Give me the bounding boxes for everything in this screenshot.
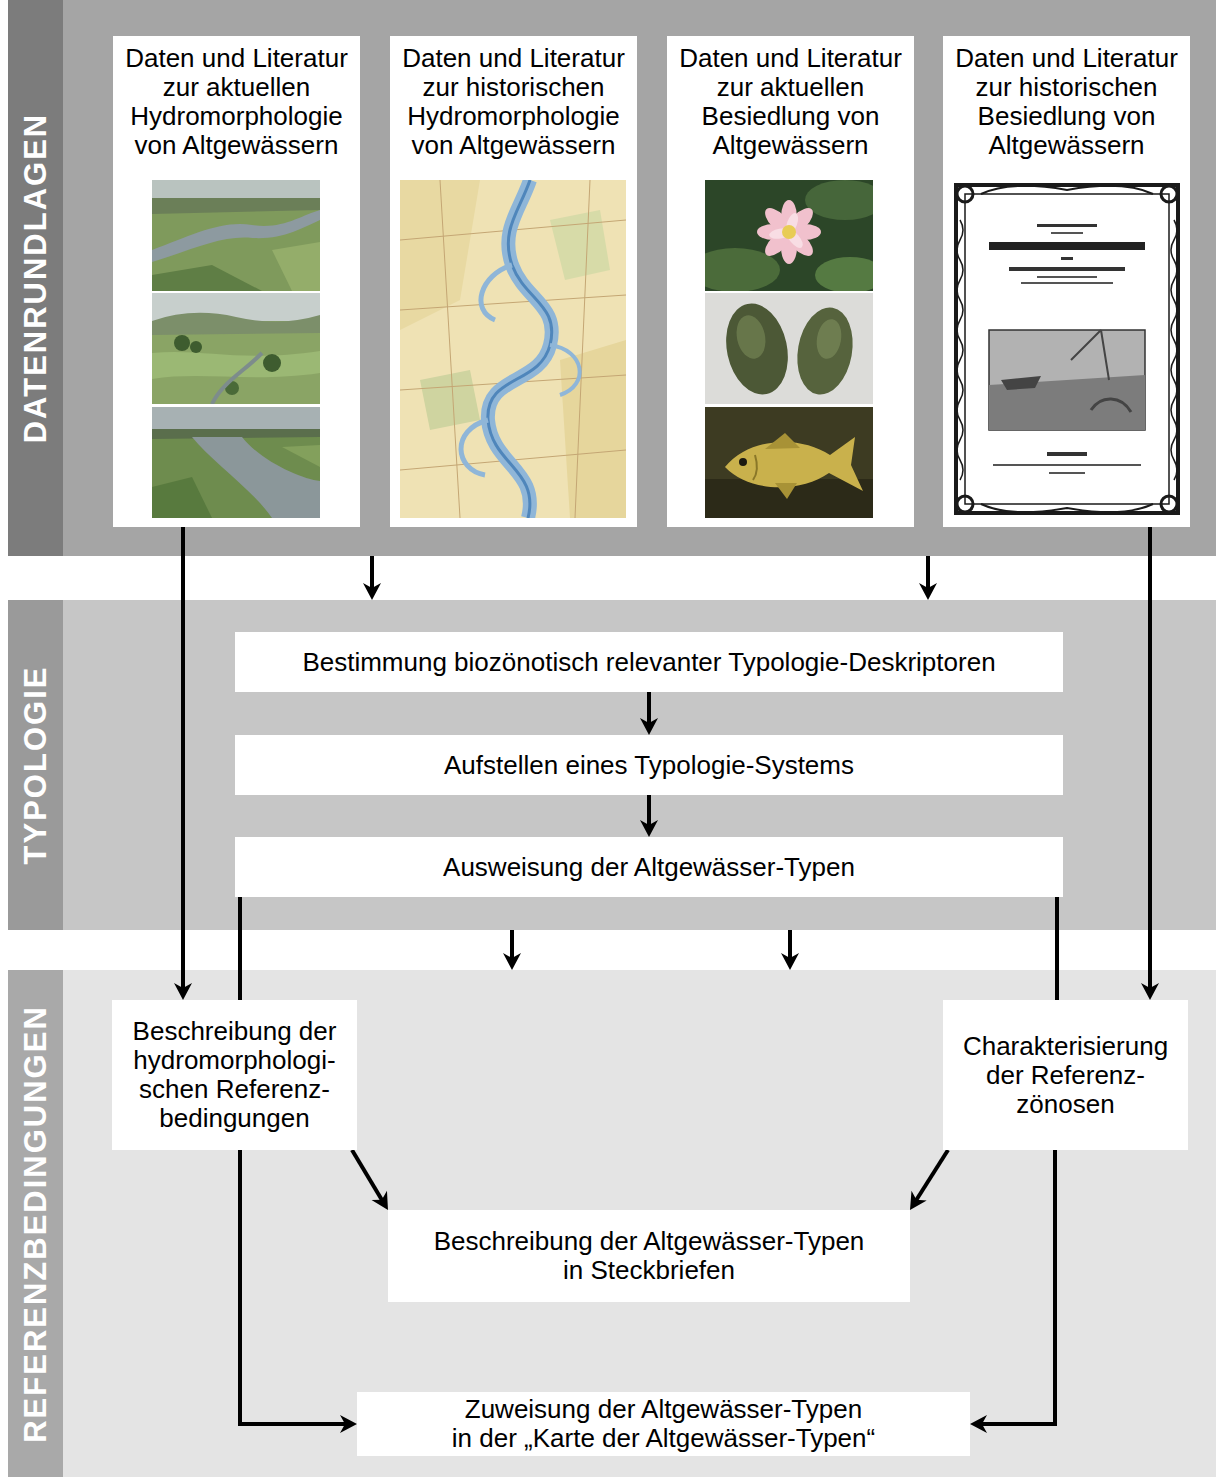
text-line: Daten und Literatur <box>679 44 902 73</box>
text-line: Altgewässern <box>679 131 902 160</box>
aerial-photo <box>152 407 320 518</box>
text-line: von Altgewässern <box>125 131 348 160</box>
flow-arrow <box>647 692 651 725</box>
process-box: Beschreibung der hydromorphologi- schen … <box>112 1000 357 1150</box>
text-line: zur historischen <box>955 73 1178 102</box>
mussel-photo <box>705 293 873 404</box>
box-text: Daten und Literatur zur historischen Bes… <box>955 44 1178 160</box>
flow-line <box>238 897 242 1000</box>
text-line: Beschreibung der <box>133 1017 337 1046</box>
flow-arrow <box>352 1150 383 1201</box>
box-text: Beschreibung der Altgewässer-Typen in St… <box>434 1227 865 1285</box>
text-line: Hydromorphologie <box>125 102 348 131</box>
process-box: Charakterisierung der Referenz- zönosen <box>943 1000 1188 1150</box>
text-line: zönosen <box>963 1090 1168 1119</box>
flow-arrow <box>240 1150 347 1424</box>
box-text: Beschreibung der hydromorphologi- schen … <box>133 1017 337 1133</box>
data-source-box: Daten und Literatur zur aktuellen Hydrom… <box>113 36 360 527</box>
flow-arrow <box>926 556 930 590</box>
data-source-box: Daten und Literatur zur historischen Bes… <box>943 36 1190 527</box>
band-label: REFERENZBEDINGUNGEN <box>18 1005 54 1443</box>
box-text: Aufstellen eines Typologie-Systems <box>444 751 854 780</box>
flow-arrow <box>181 527 185 990</box>
text-line: der Referenz- <box>963 1061 1168 1090</box>
text-line: Hydromorphologie <box>402 102 625 131</box>
text-line: zur historischen <box>402 73 625 102</box>
fish-photo <box>705 407 873 518</box>
data-source-box: Daten und Literatur zur historischen Hyd… <box>390 36 637 527</box>
text-line: Besiedlung von <box>955 102 1178 131</box>
box-text: Bestimmung biozönotisch relevanter Typol… <box>302 648 995 677</box>
text-line: Daten und Literatur <box>125 44 348 73</box>
box-text: Zuweisung der Altgewässer-Typen in der „… <box>452 1395 875 1453</box>
text-line: Altgewässern <box>955 131 1178 160</box>
text-line: Besiedlung von <box>679 102 902 131</box>
process-box: Zuweisung der Altgewässer-Typen in der „… <box>357 1392 970 1456</box>
text-line: Charakterisierung <box>963 1032 1168 1061</box>
flow-arrow <box>980 1150 1055 1424</box>
band-label: TYPOLOGIE <box>18 666 54 865</box>
process-box: Bestimmung biozönotisch relevanter Typol… <box>235 632 1063 692</box>
process-box: Aufstellen eines Typologie-Systems <box>235 735 1063 795</box>
text-line: in der „Karte der Altgewässer-Typen“ <box>452 1424 875 1453</box>
text-line: hydromorphologi- <box>133 1046 337 1075</box>
flow-arrow <box>370 556 374 590</box>
box-text: Daten und Literatur zur historischen Hyd… <box>402 44 625 160</box>
process-box: Ausweisung der Altgewässer-Typen <box>235 837 1063 897</box>
box-text: Daten und Literatur zur aktuellen Besied… <box>679 44 902 160</box>
band-label: DATENRUNDLAGEN <box>18 113 54 444</box>
historic-map <box>400 180 626 518</box>
aerial-photo <box>152 180 320 291</box>
process-box: Beschreibung der Altgewässer-Typen in St… <box>388 1210 910 1302</box>
book-cover <box>951 180 1183 518</box>
box-text: Daten und Literatur zur aktuellen Hydrom… <box>125 44 348 160</box>
aerial-photo <box>152 293 320 404</box>
band: REFERENZBEDINGUNGEN Beschreibung der hydr… <box>8 970 1216 1477</box>
box-text: Charakterisierung der Referenz- zönosen <box>963 1032 1168 1119</box>
flow-arrow <box>788 930 792 960</box>
text-line: in Steckbriefen <box>434 1256 865 1285</box>
text-line: schen Referenz- <box>133 1075 337 1104</box>
text-line: Zuweisung der Altgewässer-Typen <box>452 1395 875 1424</box>
text-line: Daten und Literatur <box>955 44 1178 73</box>
flow-arrow <box>647 795 651 827</box>
band: DATENRUNDLAGEN Daten und Literatur zur ak… <box>8 0 1216 556</box>
text-line: Daten und Literatur <box>402 44 625 73</box>
text-line: von Altgewässern <box>402 131 625 160</box>
text-line: zur aktuellen <box>679 73 902 102</box>
flow-arrow <box>510 930 514 960</box>
text-line: Beschreibung der Altgewässer-Typen <box>434 1227 865 1256</box>
band: TYPOLOGIE Bestimmung biozönotisch relevan… <box>8 600 1216 930</box>
flow-arrow <box>915 1150 948 1202</box>
box-text: Ausweisung der Altgewässer-Typen <box>443 853 855 882</box>
data-source-box: Daten und Literatur zur aktuellen Besied… <box>667 36 914 527</box>
flow-line <box>1055 897 1059 1000</box>
flow-arrow <box>1148 527 1152 990</box>
water-lily-photo <box>705 180 873 291</box>
text-line: bedingungen <box>133 1104 337 1133</box>
text-line: zur aktuellen <box>125 73 348 102</box>
